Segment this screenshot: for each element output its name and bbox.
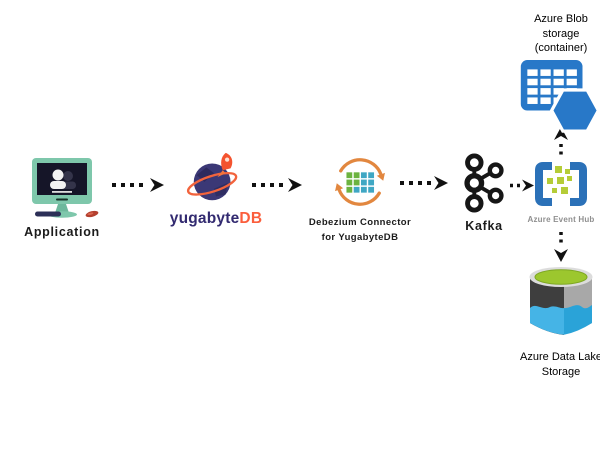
node-debezium-connector: Debezium Connector for YugabyteDB bbox=[306, 152, 414, 245]
dotted-arrow-right-icon bbox=[112, 178, 164, 192]
arrow-event-hub-to-blob-storage bbox=[554, 127, 568, 157]
arrow-debezium-to-kafka bbox=[398, 176, 448, 190]
node-yugabytedb: yugabyteDB bbox=[158, 150, 274, 228]
debezium-sync-arrows-grid-icon bbox=[335, 158, 385, 206]
node-azure-data-lake: Azure Data Lake Storage bbox=[506, 264, 600, 379]
azure-blob-table-hexagon-icon bbox=[520, 59, 600, 133]
azure-blob-label-line2: storage bbox=[542, 27, 580, 40]
debezium-label-line1: Debezium Connector bbox=[308, 217, 412, 228]
yugabytedb-planet-rocket-icon bbox=[186, 152, 238, 201]
arrow-event-hub-to-data-lake bbox=[554, 232, 568, 262]
node-kafka: Kafka bbox=[458, 152, 510, 233]
yugabytedb-wordmark-primary: yugabyte bbox=[169, 210, 240, 227]
computer-monitor-icon bbox=[32, 158, 99, 218]
dotted-arrow-up-icon bbox=[554, 127, 568, 157]
debezium-label: Debezium Connector for YugabyteDB bbox=[309, 216, 411, 245]
application-label: Application bbox=[24, 225, 100, 239]
node-application: Application bbox=[14, 156, 110, 239]
arrow-yugabytedb-to-debezium bbox=[250, 178, 302, 192]
azure-blob-label-line1: Azure Blob bbox=[534, 13, 588, 25]
azure-data-lake-label-line2: Storage bbox=[541, 365, 581, 378]
yugabytedb-wordmark: yugabyteDB bbox=[170, 210, 262, 228]
azure-blob-label-line3: (container) bbox=[534, 42, 588, 55]
event-hub-squares bbox=[547, 166, 572, 194]
kafka-logo-icon bbox=[464, 153, 504, 213]
dotted-arrow-right-icon bbox=[510, 179, 534, 192]
dotted-arrow-right-icon bbox=[252, 178, 302, 192]
azure-event-hub-brackets-icon bbox=[535, 162, 587, 206]
azure-data-lake-label: Azure Data Lake Storage bbox=[520, 350, 600, 379]
arrow-kafka-to-event-hub bbox=[508, 179, 534, 192]
debezium-grid bbox=[346, 172, 375, 193]
kafka-label: Kafka bbox=[465, 219, 503, 233]
arrow-application-to-yugabytedb bbox=[110, 178, 164, 192]
dotted-arrow-down-icon bbox=[554, 232, 568, 262]
azure-blob-label: Azure Blob storage (container) bbox=[534, 12, 588, 56]
debezium-label-line2: for YugabyteDB bbox=[321, 231, 399, 243]
yugabytedb-wordmark-secondary: DB bbox=[239, 210, 263, 227]
azure-data-lake-label-line1: Azure Data Lake bbox=[520, 351, 600, 363]
dotted-arrow-right-icon bbox=[400, 176, 448, 190]
azure-event-hub-label: Azure Event Hub bbox=[527, 215, 595, 224]
node-azure-event-hub: Azure Event Hub bbox=[527, 157, 595, 224]
node-azure-blob-storage: Azure Blob storage (container) bbox=[505, 12, 600, 135]
azure-data-lake-cylinder-icon bbox=[529, 267, 593, 335]
